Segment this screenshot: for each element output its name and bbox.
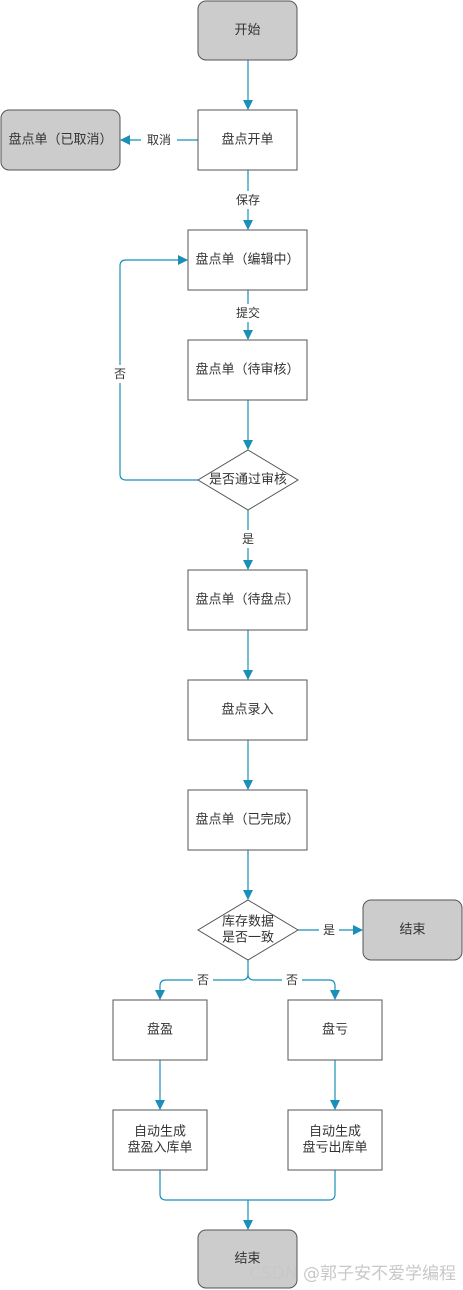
- consistency-decision-node: [197, 899, 299, 961]
- deficit-node: [287, 999, 383, 1061]
- count-entry-node: [187, 679, 308, 741]
- cancelled-node: [0, 109, 121, 171]
- editing-label: 盘点单（编辑中）: [195, 252, 299, 268]
- end-right-node: [362, 899, 463, 961]
- completed-label: 盘点单（已完成）: [195, 812, 299, 828]
- pending-review-label: 盘点单（待审核）: [195, 362, 299, 378]
- consistency-label-line2: 是否一致: [222, 931, 274, 946]
- edge-consistency-to-deficit: [247, 973, 340, 1000]
- edge-label-review-yes: 是: [242, 532, 254, 546]
- end-bottom-node: [197, 1229, 298, 1289]
- end-right-label: 结束: [399, 923, 425, 938]
- edge-label-inconsistent-left: 否: [197, 973, 209, 987]
- open-order-label: 盘点开单: [221, 132, 273, 148]
- count-entry-label: 盘点录入: [221, 702, 273, 718]
- edge-label-consistent-yes: 是: [323, 923, 335, 937]
- review-decision-node: [197, 449, 299, 511]
- end-bottom-label: 结束: [234, 1252, 260, 1267]
- edge-label-inconsistent-right: 否: [286, 973, 298, 987]
- pending-count-node: [187, 569, 308, 631]
- edge-label-review-no: 否: [114, 367, 126, 381]
- pending-count-label: 盘点单（待盘点）: [195, 592, 299, 608]
- surplus-node: [112, 999, 208, 1061]
- editing-node: [187, 229, 308, 291]
- surplus-label: 盘盈: [147, 1022, 173, 1038]
- auto-in-label-line2: 盘盈入库单: [127, 1140, 192, 1156]
- auto-out-node: [287, 1109, 383, 1171]
- completed-node: [187, 789, 308, 851]
- auto-out-label-line1: 自动生成: [309, 1125, 361, 1140]
- edge-label-submit: 提交: [236, 305, 260, 320]
- edge-auto-in-merge: [159, 1170, 248, 1201]
- open-order-node: [197, 109, 298, 171]
- auto-in-node: [112, 1109, 208, 1171]
- auto-out-label-line2: 盘亏出库单: [302, 1140, 367, 1156]
- edge-label-save: 保存: [236, 193, 260, 207]
- pending-review-node: [187, 339, 308, 401]
- edge-labels: 取消 保存 提交 否 是 是 否 否: [110, 131, 339, 989]
- watermark: CSDN @郭子安不爱学编程: [249, 1264, 456, 1284]
- edge-label-cancel: 取消: [147, 133, 171, 147]
- deficit-label: 盘亏: [322, 1022, 348, 1038]
- review-decision-label: 是否通过审核: [209, 473, 287, 488]
- edge-auto-out-merge: [248, 1170, 336, 1201]
- auto-in-label-line1: 自动生成: [134, 1125, 186, 1140]
- edge-decision-no-loop: [119, 255, 198, 481]
- start-node: [197, 0, 298, 61]
- cancelled-label: 盘点单（已取消）: [8, 132, 112, 148]
- consistency-label-line1: 库存数据: [222, 914, 274, 930]
- start-node-label: 开始: [234, 23, 260, 38]
